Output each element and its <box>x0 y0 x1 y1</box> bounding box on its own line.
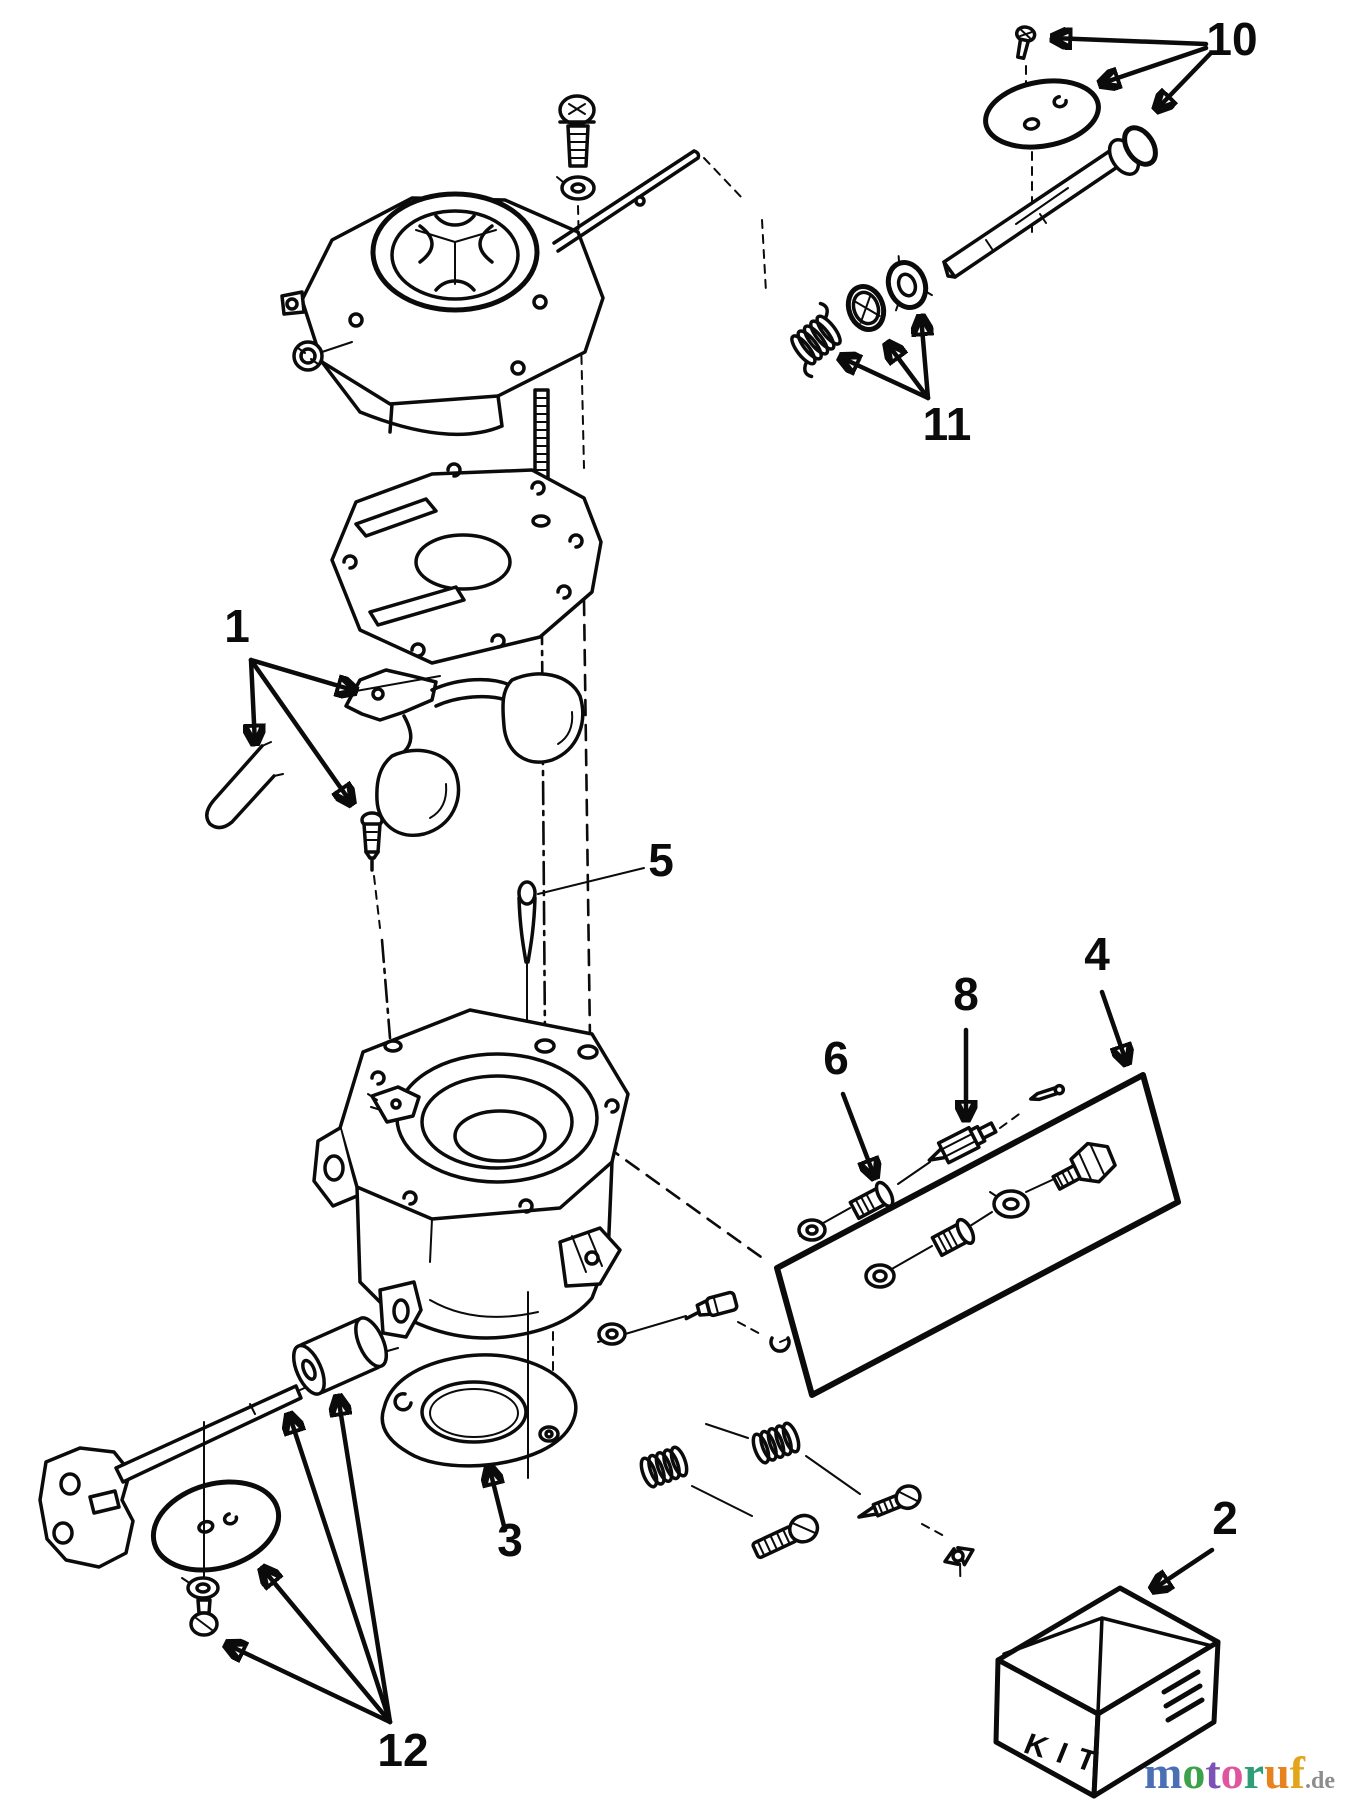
throttle-lever <box>38 1446 135 1569</box>
callout-leader <box>537 867 645 895</box>
flange-gasket <box>380 1353 578 1468</box>
callout-number-8: 8 <box>953 968 979 1020</box>
watermark-letter: r <box>1243 1747 1265 1798</box>
callout-arrow <box>489 1466 508 1533</box>
callout-arrow <box>262 1568 393 1725</box>
throttle-shaft-lower <box>114 1384 303 1484</box>
callout-arrow <box>1152 1547 1215 1590</box>
sheet-washer-large <box>989 1189 1030 1219</box>
sheet-washer-small <box>797 1218 827 1242</box>
bowl-bolt <box>1051 1141 1117 1191</box>
body-gasket-plate <box>330 462 603 665</box>
retainer-clip <box>769 1336 791 1353</box>
inlet-needle-seat <box>927 1121 998 1165</box>
callout-arrow <box>1099 989 1127 1064</box>
discharge-nozzle <box>684 1290 739 1321</box>
callout-number-11: 11 <box>923 398 972 450</box>
callout-number-4: 4 <box>1084 928 1110 980</box>
callout-number-5: 5 <box>648 834 674 886</box>
callout-arrow <box>248 657 356 691</box>
sheet-washer-2 <box>864 1263 896 1289</box>
callout-number-1: 1 <box>224 600 250 652</box>
watermark-letter: o <box>1182 1747 1206 1798</box>
lock-washer <box>181 1576 220 1600</box>
watermark-letter: m <box>1144 1747 1183 1798</box>
callout-number-3: 3 <box>497 1514 523 1566</box>
seal-retainer <box>885 255 933 312</box>
shaft-bushing <box>291 1316 389 1396</box>
choke-rod <box>552 149 701 253</box>
callout-arrow <box>251 657 255 744</box>
shaft-seal <box>845 284 887 332</box>
needle-spring <box>751 1421 801 1465</box>
shaft-boss-bracket <box>378 1280 423 1339</box>
callout-arrow <box>338 1396 393 1725</box>
watermark-letter: u <box>1264 1747 1290 1798</box>
kit-box: KIT <box>993 1585 1221 1799</box>
plate-screw <box>1014 25 1037 61</box>
callout-arrow <box>1100 45 1209 84</box>
main-jet <box>848 1180 895 1221</box>
callout-arrow <box>921 316 928 401</box>
callout-arrow <box>1052 38 1209 44</box>
mixture-needle-screw <box>857 1484 922 1519</box>
throttle-shaft-lever-group <box>38 1316 399 1637</box>
watermark-letter: o <box>1220 1747 1244 1798</box>
callout-arrow <box>1156 51 1213 110</box>
callout-arrow <box>289 1414 393 1725</box>
throttle-plate-lower <box>150 1479 282 1573</box>
callout-number-6: 6 <box>823 1032 849 1084</box>
idle-cam-lever <box>367 1085 421 1124</box>
callout-arrow <box>840 1091 875 1178</box>
choke-shaft <box>942 125 1158 279</box>
idle-spring <box>639 1445 689 1489</box>
cover-screw-washer <box>556 175 596 201</box>
callout-leader <box>355 675 441 692</box>
callout-arrow <box>248 657 352 804</box>
discharge-nozzle-set <box>597 1290 791 1353</box>
idle-speed-screw <box>751 1513 820 1560</box>
watermark-suffix: .de <box>1305 1768 1335 1794</box>
cover-screw <box>558 94 596 168</box>
plate-screw-lower <box>189 1598 219 1637</box>
return-spring <box>790 301 842 379</box>
shaft-spring-seal-set <box>790 255 933 379</box>
callout-number-10: 10 <box>1206 13 1257 65</box>
washer-a <box>597 1322 627 1346</box>
callout-arrow <box>840 357 931 401</box>
lower-carburetor-body <box>312 1008 630 1340</box>
watermark-letter: f <box>1289 1747 1305 1798</box>
gasket-sheet <box>774 1072 1181 1398</box>
sheet-part-rows <box>797 1083 1117 1289</box>
fuel-inlet-boss <box>558 1226 622 1288</box>
callout-number-12: 12 <box>377 1724 428 1776</box>
watermark-motoruf: motoruf.de <box>1144 1750 1335 1796</box>
upper-carburetor-body <box>280 191 605 437</box>
body-nut <box>292 340 324 372</box>
float-hinge-pin <box>205 741 284 830</box>
float-assembly <box>344 668 585 837</box>
watermark-word: motoruf <box>1144 1747 1305 1798</box>
callout-arrow <box>226 1644 393 1725</box>
watermark-letter: t <box>1205 1747 1221 1798</box>
throttle-shaft-assembly-top <box>942 25 1158 279</box>
sheet-fitting <box>930 1217 976 1258</box>
callout-arrow <box>887 343 931 401</box>
adjustment-screws-and-springs <box>639 1421 975 1578</box>
float-needle-valve <box>360 811 384 872</box>
float-pin-small <box>1029 1083 1066 1102</box>
choke-plate <box>983 78 1101 150</box>
wing-clip <box>943 1546 975 1578</box>
callout-number-2: 2 <box>1212 1492 1238 1544</box>
